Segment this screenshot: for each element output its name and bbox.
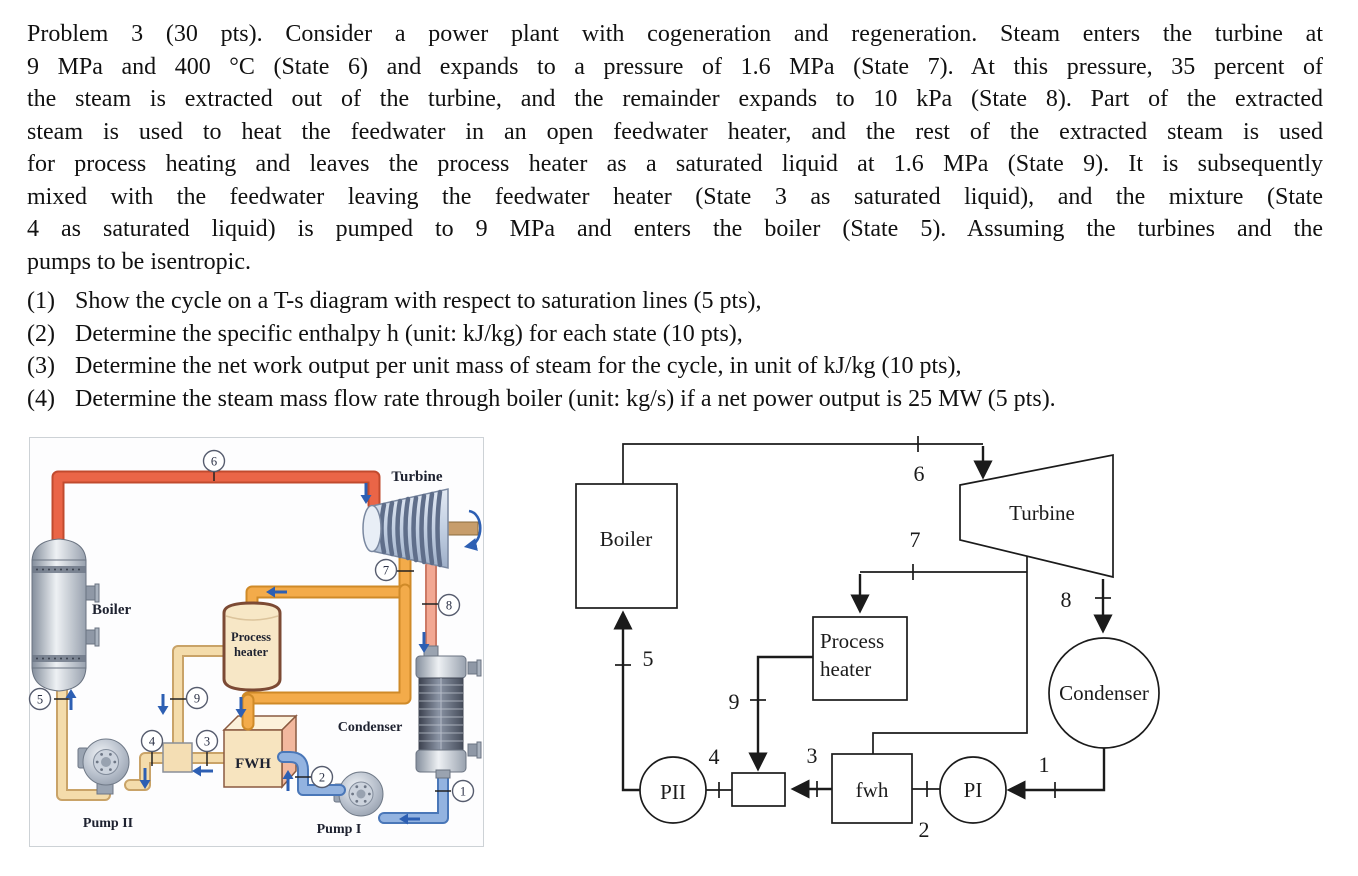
state-7: 7: [910, 527, 921, 552]
process-heater-shape: [222, 601, 282, 692]
state-9: 9: [729, 689, 740, 714]
task-number: (1): [27, 288, 55, 314]
mixing-chamber-box: [731, 772, 786, 807]
state-8: 8: [1061, 587, 1072, 612]
state-9: 9: [194, 692, 200, 706]
turbine-shape: [959, 453, 1114, 579]
condenser-circle: [1048, 637, 1160, 749]
paragraph-line: for process heating and leaves the proce…: [27, 151, 1323, 177]
pump1-circle: [939, 756, 1007, 824]
state-1: 1: [1039, 752, 1050, 777]
task-number: (4): [27, 385, 55, 412]
plant-schematic-illustration: 6 7 8 9 5 4 3 2 1 Turbine Boiler Process…: [28, 437, 484, 847]
main-steam-pipe: [51, 470, 381, 559]
state-2: 2: [319, 771, 325, 785]
arrow-into-boiler: [613, 610, 640, 792]
state-6: 6: [914, 461, 925, 486]
task-list: (1) Show the cycle on a T-s diagram with…: [27, 285, 1323, 415]
task-number: (2): [27, 320, 55, 347]
problem-statement: Problem 3 (30 pts). Consider a power pla…: [27, 18, 1323, 415]
paragraph-line: steam is used to heat the feedwater in a…: [27, 118, 1323, 145]
turbine-label: Turbine: [391, 469, 442, 485]
mixing-chamber-shape: [162, 742, 193, 773]
task-text: Determine the net work output per unit m…: [75, 353, 962, 379]
state-1: 1: [460, 785, 466, 799]
task-item: (2) Determine the specific enthalpy h (u…: [27, 318, 1323, 351]
state-6: 6: [211, 455, 217, 469]
task-item: (4) Determine the steam mass flow rate t…: [27, 383, 1323, 416]
process-heater-label-line2: heater: [234, 645, 268, 659]
boiler-shape: [31, 538, 100, 692]
diagram-arrows: [613, 446, 1113, 800]
state-ticks: [615, 436, 1111, 798]
state-3: 3: [807, 743, 818, 768]
state-7: 7: [383, 564, 389, 578]
pump1-label: Pump I: [317, 822, 362, 837]
pump1-label: PI: [964, 778, 983, 802]
process-heater-label-line1: Process: [820, 629, 884, 653]
state-8: 8: [446, 599, 452, 613]
paragraph-line: Problem 3 (30 pts). Consider a power pla…: [27, 21, 1323, 47]
state-5: 5: [37, 693, 43, 707]
process-heater-label-line2: heater: [820, 657, 871, 681]
plant-line-diagram: Boiler Turbine Process heater Condenser …: [575, 436, 1160, 842]
paragraph-line: the steam is extracted out of the turbin…: [27, 86, 1323, 112]
paragraph-line: 9 MPa and 400 °C (State 6) and expands t…: [27, 53, 1323, 80]
shaft-rotation-arrow: [463, 509, 482, 551]
turbine-label: Turbine: [1009, 501, 1075, 525]
condenser-shape: [415, 645, 482, 779]
state-2: 2: [919, 817, 930, 842]
process-heater-label-line1: Process: [231, 630, 271, 644]
task-item: (3) Determine the net work output per un…: [27, 350, 1323, 383]
turbine-shape: [362, 488, 482, 569]
pump2-label: PII: [660, 780, 686, 804]
state-ticks: [54, 465, 451, 792]
state-markers: 6 7 8 9 5 4 3 2 1: [28, 449, 475, 803]
paragraph-line: 4 as saturated liquid) is pumped to 9 MP…: [27, 216, 1323, 242]
task-item: (1) Show the cycle on a T-s diagram with…: [27, 285, 1323, 318]
fwh-box: [831, 753, 913, 824]
state-numbers: 6 7 8 5 9 4 3 2 1: [643, 461, 1072, 842]
boiler-box: [575, 483, 678, 609]
task-number: (3): [27, 353, 55, 379]
task-text: Show the cycle on a T-s diagram with res…: [75, 288, 762, 314]
boiler-label: Boiler: [600, 527, 653, 551]
feedwater-pipes: [56, 645, 232, 801]
task-text: Determine the steam mass flow rate throu…: [75, 385, 1056, 412]
boiler-label: Boiler: [92, 602, 131, 618]
task-text: Determine the specific enthalpy h (unit:…: [75, 320, 743, 347]
condenser-label: Condenser: [1059, 681, 1149, 705]
paragraph-line: pumps to be isentropic.: [27, 248, 251, 275]
fwh-label: FWH: [235, 756, 271, 772]
condenser-label: Condenser: [338, 720, 403, 735]
paragraph-line: mixed with the feedwater leaving the fee…: [27, 183, 1323, 210]
state-5: 5: [643, 646, 654, 671]
pump1-to-fwh-pipe: [277, 751, 346, 796]
state-4: 4: [709, 744, 720, 769]
arrow-into-mixer: [748, 655, 813, 772]
fwh-label: fwh: [856, 778, 889, 802]
pump2-label: Pump II: [83, 816, 133, 831]
diagram-lines: [622, 443, 1028, 791]
state-4: 4: [149, 735, 156, 749]
process-heater-box: [812, 616, 908, 701]
state-3: 3: [204, 735, 210, 749]
pump2-shape: [77, 738, 130, 795]
pump2-circle: [639, 756, 707, 824]
arrow-into-pump1: [1006, 748, 1106, 800]
